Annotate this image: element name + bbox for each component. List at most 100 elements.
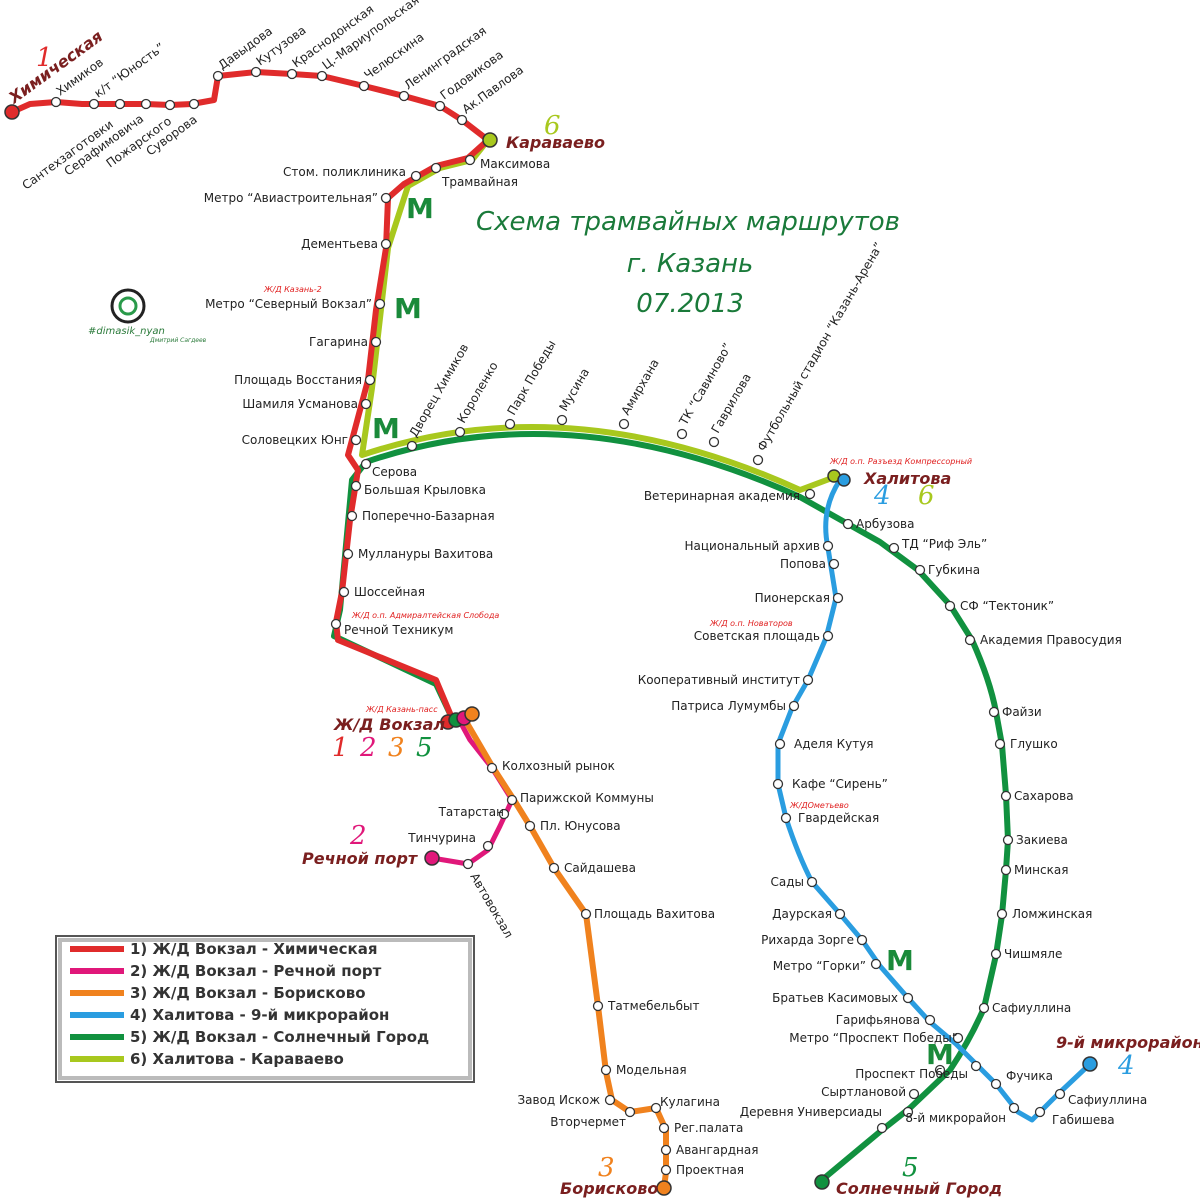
station-fuchika: Фучика xyxy=(1006,1069,1053,1083)
station-yunusova: Пл. Юнусова xyxy=(540,819,621,833)
station-dvorets: Дворец Химиков xyxy=(406,341,471,439)
station-kutuya: Аделя Кутуя xyxy=(794,737,874,751)
station-modelnaya: Модельная xyxy=(616,1063,687,1077)
station-dots xyxy=(50,66,1066,1176)
title-line1: Схема трамвайных маршрутов xyxy=(476,207,900,237)
station-gvard: Гвардейская xyxy=(798,811,879,825)
legend-label-6: 6) Халитова - Караваево xyxy=(130,1050,344,1068)
label-karavaevo: Караваево xyxy=(506,133,605,152)
station-shosseynaya: Шоссейная xyxy=(354,585,425,599)
station-glushko: Глушко xyxy=(1010,737,1058,751)
rail-novatorov: Ж/Д о.п. Новаторов xyxy=(709,619,793,628)
rail-razyezd: Ж/Д о.п. Разъезд Компрессорный xyxy=(829,457,972,466)
label-rechnoy: Речной порт xyxy=(302,849,419,868)
station-lumumba: Патриса Лумумбы xyxy=(671,699,786,713)
station-micro8: 8-й микрорайон xyxy=(905,1111,1006,1125)
station-popova: Попова xyxy=(780,557,826,571)
num-vokzal-3: 3 xyxy=(388,733,405,763)
rail-kazan2: Ж/Д Казань-2 xyxy=(263,285,322,294)
station-amirkhana: Амирхана xyxy=(618,357,661,418)
label-khalitova: Халитова xyxy=(863,469,951,488)
station-proektnaya: Проектная xyxy=(676,1163,744,1177)
legend-label-1: 1) Ж/Д Вокзал - Химическая xyxy=(130,940,378,958)
station-stom: Стом. поликлиника xyxy=(283,165,406,179)
label-solnech: Солнечный Город xyxy=(836,1179,1002,1198)
num-karavaevo: 6 xyxy=(544,111,561,141)
station-poperechno: Поперечно-Базарная xyxy=(362,509,495,523)
station-propobedy: Метро “Проспект Победы” xyxy=(789,1031,958,1045)
logo-handle: #dimasik_nyan xyxy=(88,326,165,337)
station-minskaya: Минская xyxy=(1014,863,1068,877)
route-4-line xyxy=(775,478,1092,1123)
num-rechnoy: 2 xyxy=(349,821,367,851)
label-vokzal: Ж/Д Вокзал xyxy=(333,715,445,734)
station-tatmebel: Татмебельбыт xyxy=(607,999,700,1013)
station-garif: Гарифьянова xyxy=(836,1013,920,1027)
terminus-khimicheskaya-dot xyxy=(4,104,20,120)
num-borisk: 3 xyxy=(598,1153,615,1183)
station-daurskaya: Даурская xyxy=(772,907,832,921)
station-gorki: Метро “Горки” xyxy=(773,959,866,973)
station-siren: Кафе “Сирень” xyxy=(792,777,888,791)
logo-author: Дмитрий Сагдеев xyxy=(149,337,207,344)
num-khimicheskaya: 1 xyxy=(36,43,53,73)
station-vtorchermet: Вторчермет xyxy=(550,1115,626,1129)
station-safiul: Сафиуллина xyxy=(992,1001,1071,1015)
rail-kazanpass: Ж/Д Казань-пасс xyxy=(365,705,438,714)
station-parizh: Парижской Коммуны xyxy=(520,791,654,805)
metro-icon-solovets: M xyxy=(372,412,400,445)
metro-icon-propobedy: M xyxy=(926,1038,954,1071)
metro-icon-sevvokzal: M xyxy=(394,292,422,325)
num-khalitova-6: 6 xyxy=(918,481,935,511)
station-korolenko: Короленко xyxy=(454,359,500,425)
station-saydasheva: Сайдашева xyxy=(564,861,636,875)
legend-box xyxy=(55,935,475,1083)
station-gubkina: Губкина xyxy=(928,563,980,577)
station-dementeva: Дементьева xyxy=(301,237,378,251)
station-syrtlan: Сыртлановой xyxy=(821,1085,906,1099)
station-veterin: Ветеринарная академия xyxy=(644,489,800,503)
terminus-vokzal-dot-3 xyxy=(464,706,480,722)
label-borisk: Борисково xyxy=(560,1179,658,1198)
station-kulagina: Кулагина xyxy=(660,1095,720,1109)
terminus-borisk-dot xyxy=(656,1180,672,1196)
station-sovpl: Советская площадь xyxy=(694,629,820,643)
title-line2: г. Казань xyxy=(627,249,754,279)
station-musina: Мусина xyxy=(556,366,592,414)
station-fayzi: Файзи xyxy=(1002,705,1042,719)
station-gabisheva: Габишева xyxy=(1052,1113,1115,1127)
station-akadem: Академия Правосудия xyxy=(980,633,1122,647)
station-serova: Серова xyxy=(372,465,417,479)
station-tatarstan: Татарстан xyxy=(438,805,504,819)
legend-label-4: 4) Халитова - 9-й микрорайон xyxy=(130,1006,389,1024)
metro-icon-aviastr: M xyxy=(406,192,434,225)
num-vokzal-5: 5 xyxy=(416,733,433,763)
terminus-khalitova-dot-4 xyxy=(837,473,851,487)
station-iskozh: Завод Искож xyxy=(517,1093,600,1107)
station-tektonik: СФ “Тектоник” xyxy=(960,599,1054,613)
station-avtovokzal: Автовокзал xyxy=(467,871,515,941)
num-khalitova-4: 4 xyxy=(873,481,891,511)
station-avangard: Авангардная xyxy=(676,1143,758,1157)
station-prospobedy: Проспект Победы xyxy=(855,1067,968,1081)
station-tramvaynaya: Трамвайная xyxy=(441,175,518,189)
station-sakharova: Сахарова xyxy=(1014,789,1074,803)
station-pioner: Пионерская xyxy=(755,591,830,605)
station-zorge: Рихарда Зорге xyxy=(761,933,854,947)
terminus-solnech-dot xyxy=(814,1174,830,1190)
station-solovets: Соловецких Юнг xyxy=(242,433,348,447)
title-line3: 07.2013 xyxy=(636,289,744,319)
station-rechtekh: Речной Техникум xyxy=(344,623,453,637)
terminus-rechnoy-dot xyxy=(424,850,440,866)
station-gagarina: Гагарина xyxy=(309,335,368,349)
station-safiul2: Сафиуллина xyxy=(1068,1093,1147,1107)
station-maksimova: Максимова xyxy=(480,157,550,171)
station-arbuzova: Арбузова xyxy=(856,517,914,531)
terminus-micro9-dot xyxy=(1082,1056,1098,1072)
station-koop: Кооперативный институт xyxy=(638,673,800,687)
station-derevnya: Деревня Универсиады xyxy=(740,1105,882,1119)
rail-ometyevo: Ж/ДОметьево xyxy=(789,801,849,810)
station-rifel: ТД “Риф Эль” xyxy=(901,537,987,551)
